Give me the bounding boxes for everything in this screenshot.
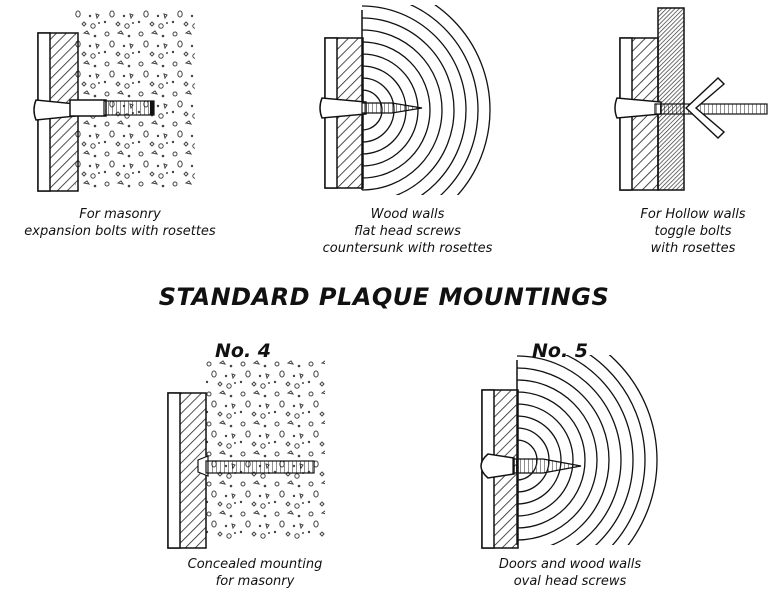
caption-line: flat head screws <box>354 224 461 239</box>
bolt-shank <box>69 99 107 117</box>
caption-line: toggle bolts <box>654 224 732 239</box>
masonry-wall <box>205 360 325 540</box>
rosette <box>319 97 367 119</box>
rosette <box>614 97 662 119</box>
caption-line: expansion bolts with rosettes <box>24 224 216 239</box>
caption-line: For masonry <box>79 207 161 222</box>
mounting-number-4: No. 4 <box>215 340 272 362</box>
masonry-expansion-bolt-figure <box>33 8 195 192</box>
caption-concealed: Concealed mounting for masonry <box>155 556 355 590</box>
wood-screw <box>361 102 423 114</box>
wood-flat-head-screw-figure <box>319 5 491 195</box>
wood-oval-head-screw-figure <box>480 355 658 549</box>
caption-line: with rosettes <box>650 241 736 256</box>
caption-wood-walls: Wood walls flat head screws countersunk … <box>295 206 520 257</box>
caption-line: Doors and wood walls <box>498 557 642 572</box>
caption-line: Wood walls <box>370 207 445 222</box>
toggle-bolt <box>654 103 768 115</box>
caption-line: Concealed mounting <box>187 557 323 572</box>
caption-masonry: For masonry expansion bolts with rosette… <box>0 206 240 240</box>
caption-line: for masonry <box>215 574 295 589</box>
mounting-number-5: No. 5 <box>532 340 589 362</box>
toggle-wings <box>684 77 726 139</box>
caption-line: oval head screws <box>513 574 627 589</box>
wood-grain <box>517 355 658 545</box>
page-title: STANDARD PLAQUE MOUNTINGS <box>158 283 610 311</box>
caption-hollow-walls: For Hollow walls toggle bolts with roset… <box>618 206 768 257</box>
caption-doors: Doors and wood walls oval head screws <box>460 556 680 590</box>
masonry-wall <box>75 8 195 188</box>
hollow-wall-toggle-bolt-figure <box>614 7 768 191</box>
oval-screw-head <box>480 453 515 479</box>
hollow-wall-board <box>657 7 685 191</box>
expansion-sleeve <box>103 100 155 116</box>
caption-line: countersunk with rosettes <box>322 241 493 256</box>
caption-line: For Hollow walls <box>640 207 746 222</box>
hidden-stud <box>205 460 315 474</box>
concealed-masonry-figure <box>167 360 325 549</box>
wood-screw <box>512 458 582 474</box>
